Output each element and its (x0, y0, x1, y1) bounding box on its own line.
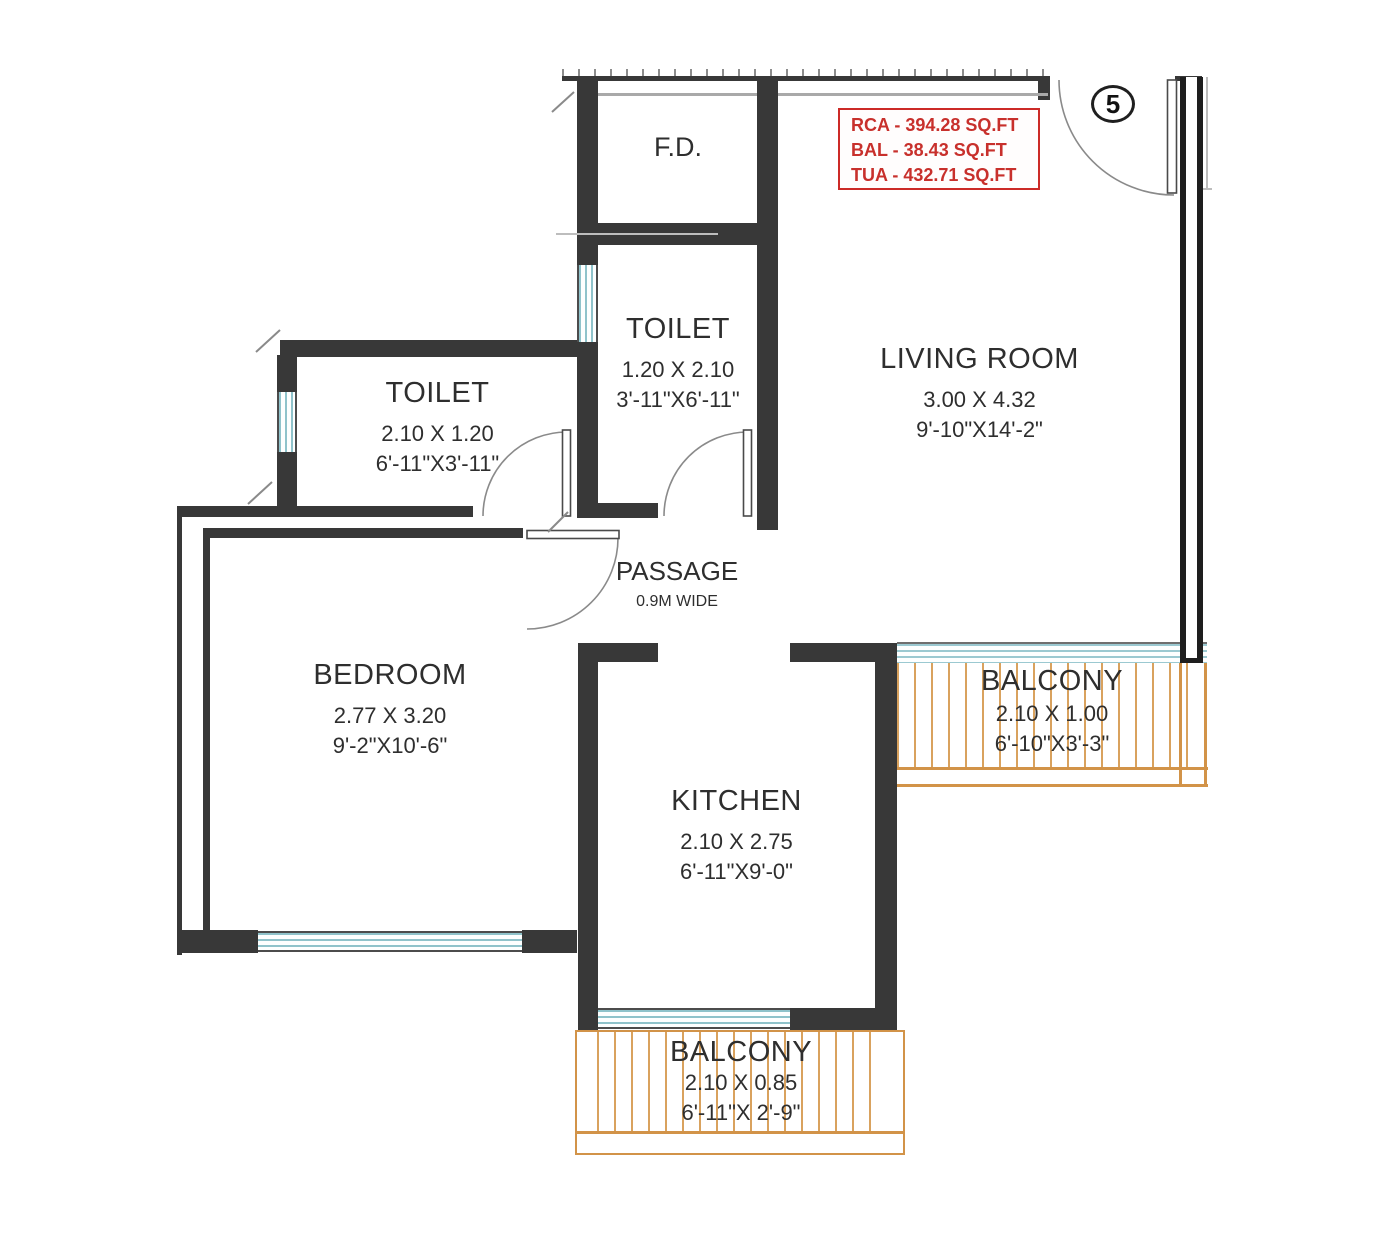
room-dim-ft: 9'-10"X14'-2" (916, 417, 1043, 442)
wall (1180, 77, 1203, 663)
unit-number-badge: 5 (1091, 85, 1135, 123)
door-arc (1058, 79, 1175, 196)
room-dim-m: 2.10 X 0.85 (684, 1070, 798, 1095)
room-label-bedroom: BEDROOM 2.77 X 3.20 9'-2"X10'-6" (210, 659, 570, 761)
balcony-border (575, 1030, 905, 1155)
top-hatch-ticks (562, 69, 1049, 76)
room-name: KITCHEN (671, 785, 802, 817)
window (598, 1008, 790, 1029)
window (577, 265, 598, 342)
balcony-railing-line (1204, 663, 1207, 787)
room-dim-m: 1.20 X 2.10 (621, 357, 735, 382)
break-tick (247, 481, 273, 505)
door-leaf (742, 429, 753, 517)
room-dim-ft: 3'-11"X6'-11" (616, 387, 740, 412)
wall (177, 507, 182, 955)
wall (578, 643, 658, 662)
room-dim-ft: 6'-11"X 2'-9" (681, 1100, 801, 1125)
wall (203, 538, 210, 930)
room-label-toilet1: TOILET 1.20 X 2.10 3'-11"X6'-11" (598, 313, 758, 415)
wall (562, 76, 1048, 81)
break-tick (547, 511, 569, 533)
wall-face-line (778, 93, 1048, 96)
room-dim-m: 2.10 X 2.75 (680, 829, 793, 854)
balcony-railing-line (1179, 663, 1182, 787)
door-leaf (526, 529, 620, 540)
room-label-passage: PASSAGE 0.9M WIDE (557, 556, 797, 612)
room-dim-ft: 6'-10"X3'-3" (994, 731, 1110, 756)
neighbor-wall-line (1198, 188, 1212, 190)
room-dim-ft: 9'-2"X10'-6" (332, 733, 448, 758)
wall (577, 340, 598, 518)
room-label-living: LIVING ROOM 3.00 X 4.32 9'-10"X14'-2" (779, 343, 1180, 445)
room-label-toilet2: TOILET 2.10 X 1.20 6'-11"X3'-11" (297, 377, 578, 479)
wall (203, 528, 523, 538)
room-dim-m: 3.00 X 4.32 (923, 387, 1036, 412)
wall (790, 643, 897, 662)
wall-face-line (598, 93, 757, 96)
room-dim-m: 2.10 X 1.20 (381, 421, 494, 446)
door-leaf (1166, 79, 1178, 194)
room-label-balcony-bottom: BALCONY 2.10 X 0.85 6'-11"X 2'-9" (577, 1036, 905, 1128)
balcony-railing-line (577, 1131, 903, 1134)
break-tick (551, 91, 575, 113)
room-name: F.D. (653, 132, 702, 162)
room-dim-m: 2.77 X 3.20 (333, 703, 447, 728)
wall (577, 78, 598, 265)
room-dim-ft: 6'-11"X9'-0" (680, 859, 793, 884)
neighbor-wall-line (1206, 77, 1208, 190)
door-arc (482, 431, 568, 517)
door-arc (526, 537, 619, 630)
break-tick (255, 329, 281, 353)
balcony-railing-line (897, 784, 1208, 787)
room-dim-m: 2.10 X 1.00 (995, 701, 1109, 726)
room-label-fd: F.D. (598, 132, 758, 162)
balcony-railing (897, 663, 1203, 767)
area-line: TUA - 432.71 SQ.FT (851, 165, 1017, 185)
window (277, 392, 297, 452)
room-label-balcony-right: BALCONY 2.10 X 1.00 6'-10"X3'-3" (897, 665, 1207, 759)
wall (277, 355, 297, 392)
wall (522, 930, 577, 953)
area-line: BAL - 38.43 SQ.FT (851, 140, 1007, 160)
room-name: PASSAGE (615, 556, 739, 586)
room-name: BALCONY (980, 665, 1124, 697)
wall (578, 662, 598, 1030)
wall (277, 452, 297, 508)
balcony-railing-line (897, 767, 1208, 770)
wall (757, 78, 778, 530)
area-summary-box: RCA - 394.28 SQ.FT BAL - 38.43 SQ.FT TUA… (838, 108, 1040, 190)
room-dim: 0.9M WIDE (636, 593, 718, 610)
balcony-railing (597, 1032, 885, 1131)
area-line: RCA - 394.28 SQ.FT (851, 115, 1019, 135)
wall (280, 340, 598, 357)
wall (177, 930, 258, 953)
wall (590, 503, 658, 518)
room-name: LIVING ROOM (880, 343, 1079, 375)
wall (875, 662, 897, 1008)
room-name: TOILET (385, 377, 490, 409)
neighbor-wall-line (556, 233, 718, 235)
room-name: BALCONY (669, 1036, 813, 1068)
room-name: TOILET (626, 313, 730, 345)
window (258, 931, 522, 952)
wall (790, 1008, 897, 1030)
wall (177, 506, 473, 517)
room-label-kitchen: KITCHEN 2.10 X 2.75 6'-11"X9'-0" (598, 785, 875, 887)
room-name: BEDROOM (313, 659, 467, 691)
door-leaf (561, 429, 572, 517)
room-dim-ft: 6'-11"X3'-11" (375, 451, 500, 476)
sliding-window-band (897, 642, 1207, 663)
door-arc (663, 431, 749, 517)
